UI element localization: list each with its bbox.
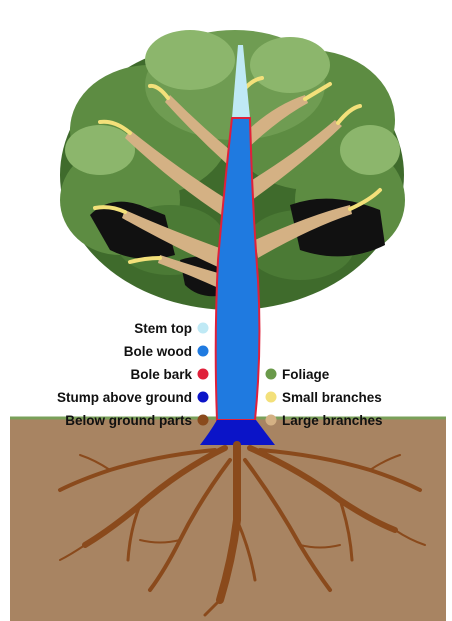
- legend-label-foliage: Foliage: [282, 367, 330, 382]
- legend-right: Foliage Small branches Large branches: [266, 367, 383, 428]
- legend-swatch-small-branches: [266, 392, 277, 403]
- legend-label-small-branches: Small branches: [282, 390, 382, 405]
- legend-label-below-ground-parts: Below ground parts: [65, 413, 192, 428]
- legend-label-bole-bark: Bole bark: [130, 367, 192, 382]
- legend-swatch-large-branches: [266, 415, 277, 426]
- legend-label-stem-top: Stem top: [134, 321, 192, 336]
- legend-swatch-stem-top: [198, 323, 209, 334]
- soil: [10, 418, 446, 621]
- legend-label-bole-wood: Bole wood: [124, 344, 192, 359]
- legend-swatch-stump-above-ground: [198, 392, 209, 403]
- legend-left: Stem top Bole wood Bole bark Stump above…: [57, 321, 209, 428]
- legend-swatch-foliage: [266, 369, 277, 380]
- legend-swatch-bole-bark: [198, 369, 209, 380]
- legend-label-stump-above-ground: Stump above ground: [57, 390, 192, 405]
- legend-swatch-below-ground-parts: [198, 415, 209, 426]
- legend-swatch-bole-wood: [198, 346, 209, 357]
- legend-label-large-branches: Large branches: [282, 413, 383, 428]
